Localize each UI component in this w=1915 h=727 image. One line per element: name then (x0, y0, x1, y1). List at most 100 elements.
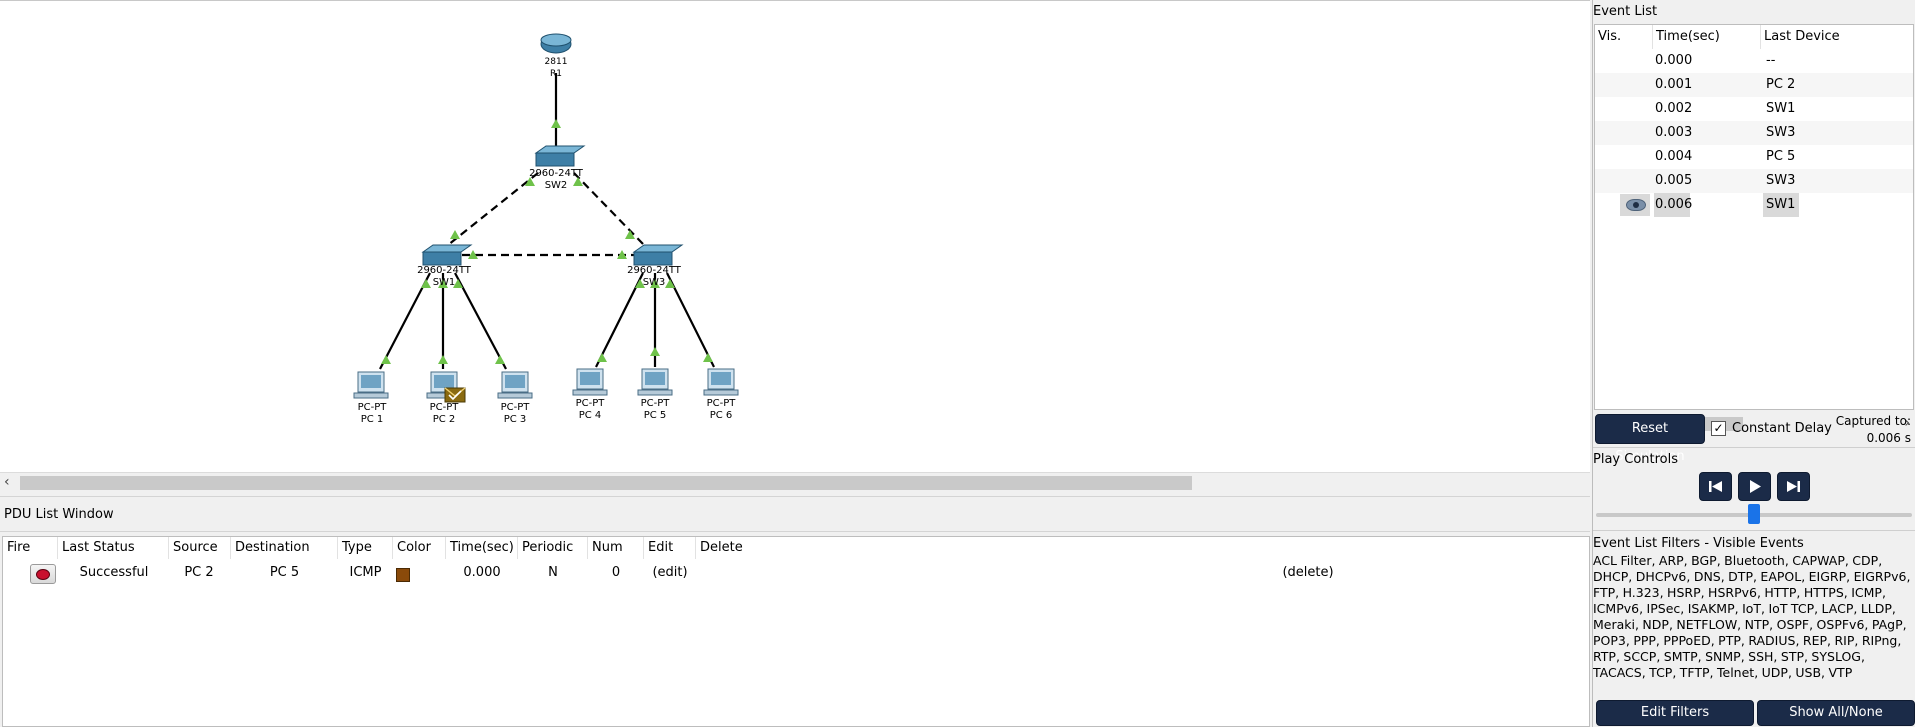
port-up-icon (703, 353, 713, 362)
topology-diagram[interactable]: 2811 R1 2960-24TT SW2 2960-24TT SW1 2960… (0, 1, 1590, 472)
constant-delay-label: Constant Delay (1732, 421, 1832, 436)
router-name-label: R1 (550, 69, 562, 79)
link-sw3-pc6[interactable] (666, 272, 715, 368)
event-last-device: SW3 (1766, 125, 1796, 140)
event-time: 0.001 (1655, 77, 1693, 92)
pc-name-label: PC 2 (433, 414, 456, 425)
captured-to-readout: Captured to: 0.006 s (1836, 413, 1911, 447)
pdu-type: ICMP (349, 565, 382, 580)
port-up-icon (453, 279, 463, 288)
pc-2[interactable]: PC-PT PC 2 (426, 371, 466, 425)
pdu-col-destination[interactable]: Destination (231, 537, 338, 559)
pc-model-label: PC-PT (358, 402, 388, 413)
event-visibility-cell[interactable] (1620, 194, 1650, 216)
pdu-envelope-icon[interactable] (444, 387, 466, 403)
event-time: 0.005 (1655, 173, 1693, 188)
edit-filters-button[interactable]: Edit Filters (1596, 700, 1754, 726)
switch-model-label: 2960-24TT (417, 265, 472, 276)
pc-name-label: PC 3 (504, 414, 527, 425)
table-row[interactable]: 0.004 PC 5 (1595, 145, 1913, 169)
scroll-left-icon[interactable]: ‹ (4, 474, 10, 490)
pc-name-label: PC 1 (361, 414, 384, 425)
link-sw1-pc3[interactable] (454, 272, 507, 370)
pc-model-label: PC-PT (501, 402, 531, 413)
checkbox-checked-icon[interactable]: ✓ (1711, 421, 1726, 436)
table-row[interactable]: 0.005 SW3 (1595, 169, 1913, 193)
pdu-destination: PC 5 (269, 565, 300, 580)
scrollbar-thumb[interactable] (20, 476, 1192, 490)
step-forward-button[interactable] (1777, 472, 1810, 501)
step-back-button[interactable] (1699, 472, 1732, 501)
captured-label: Captured to: (1835, 414, 1911, 428)
pdu-list-title: PDU List Window (4, 507, 114, 522)
port-up-icon (635, 279, 645, 288)
pdu-periodic: N (548, 565, 558, 580)
pdu-col-type[interactable]: Type (338, 537, 393, 559)
port-up-icon (450, 230, 460, 239)
event-col-last-device[interactable]: Last Device (1764, 29, 1840, 44)
link-sw2-sw1[interactable] (447, 172, 539, 246)
pdu-col-last-status[interactable]: Last Status (58, 537, 169, 559)
pc-1[interactable]: PC-PT PC 1 (353, 371, 389, 425)
table-row[interactable]: 0.000 -- (1595, 49, 1913, 73)
fire-pdu-button[interactable] (30, 564, 56, 584)
event-last-device: SW1 (1763, 193, 1799, 217)
divider (1593, 530, 1915, 531)
event-list-table: Vis. Time(sec) Last Device 0.000 -- 0.00… (1594, 24, 1914, 433)
switch-sw1[interactable]: 2960-24TT SW1 (417, 244, 473, 288)
event-col-time[interactable]: Time(sec) (1653, 25, 1761, 49)
play-speed-slider-thumb[interactable] (1748, 504, 1760, 524)
pdu-col-source[interactable]: Source (169, 537, 231, 559)
pdu-col-color[interactable]: Color (393, 537, 446, 559)
pc-6[interactable]: PC-PT PC 6 (703, 368, 739, 421)
workspace-horizontal-scrollbar[interactable]: ‹ (0, 472, 1590, 492)
link-sw2-sw3[interactable] (573, 172, 645, 246)
links (379, 73, 715, 370)
link-sw1-pc1[interactable] (379, 272, 431, 370)
pc-3[interactable]: PC-PT PC 3 (497, 371, 533, 425)
table-row[interactable]: 0.001 PC 2 (1595, 73, 1913, 97)
event-time: 0.003 (1655, 125, 1693, 140)
switch-sw3[interactable]: 2960-24TT SW3 (627, 244, 684, 288)
pdu-col-periodic[interactable]: Periodic (518, 537, 588, 559)
pdu-col-time[interactable]: Time(sec) (446, 537, 518, 559)
play-controls-title: Play Controls (1593, 452, 1679, 467)
topology-workspace[interactable]: 2811 R1 2960-24TT SW2 2960-24TT SW1 2960… (0, 0, 1590, 472)
pc-4[interactable]: PC-PT PC 4 (572, 368, 608, 421)
link-sw3-pc4[interactable] (595, 272, 644, 368)
port-up-icon (617, 250, 627, 259)
pc-model-label: PC-PT (641, 398, 671, 409)
router-model-label: 2811 (545, 57, 568, 67)
pdu-last-status: Successful (79, 565, 149, 580)
switch-sw2[interactable]: 2960-24TT SW2 (529, 145, 586, 191)
pdu-edit-link[interactable]: (edit) (652, 565, 688, 580)
switch-name-label: SW1 (433, 277, 456, 288)
table-row[interactable]: 0.003 SW3 (1595, 121, 1913, 145)
visible-events-list: ACL Filter, ARP, BGP, Bluetooth, CAPWAP,… (1593, 553, 1911, 680)
switch-icon (535, 152, 575, 167)
captured-value: 0.006 s (1866, 431, 1911, 445)
table-row-selected[interactable]: 0.006 SW1 (1595, 193, 1913, 217)
table-row[interactable]: 0.002 SW1 (1595, 97, 1913, 121)
event-last-device: -- (1766, 53, 1776, 68)
show-all-none-button[interactable]: Show All/None (1757, 700, 1915, 726)
play-button[interactable] (1738, 472, 1771, 501)
port-up-icon (665, 279, 675, 288)
router-r1[interactable]: 2811 R1 (540, 33, 572, 79)
event-col-vis[interactable]: Vis. (1595, 25, 1653, 49)
switch-icon (633, 251, 673, 266)
scroll-right-icon[interactable]: › (1904, 415, 1910, 431)
pdu-col-delete[interactable]: Delete (700, 540, 743, 555)
pdu-col-edit[interactable]: Edit (644, 537, 696, 559)
pdu-col-fire[interactable]: Fire (3, 537, 58, 559)
port-up-icon (551, 119, 561, 128)
pdu-col-num[interactable]: Num (588, 537, 644, 559)
pdu-time: 0.000 (463, 565, 501, 580)
event-last-device: SW1 (1766, 101, 1796, 116)
switch-name-label: SW2 (545, 180, 568, 191)
pc-5[interactable]: PC-PT PC 5 (637, 368, 673, 421)
reset-simulation-button[interactable]: Reset Simulation (1595, 414, 1705, 464)
port-up-icon (650, 279, 660, 288)
pdu-delete-link[interactable]: (delete) (1282, 565, 1334, 580)
